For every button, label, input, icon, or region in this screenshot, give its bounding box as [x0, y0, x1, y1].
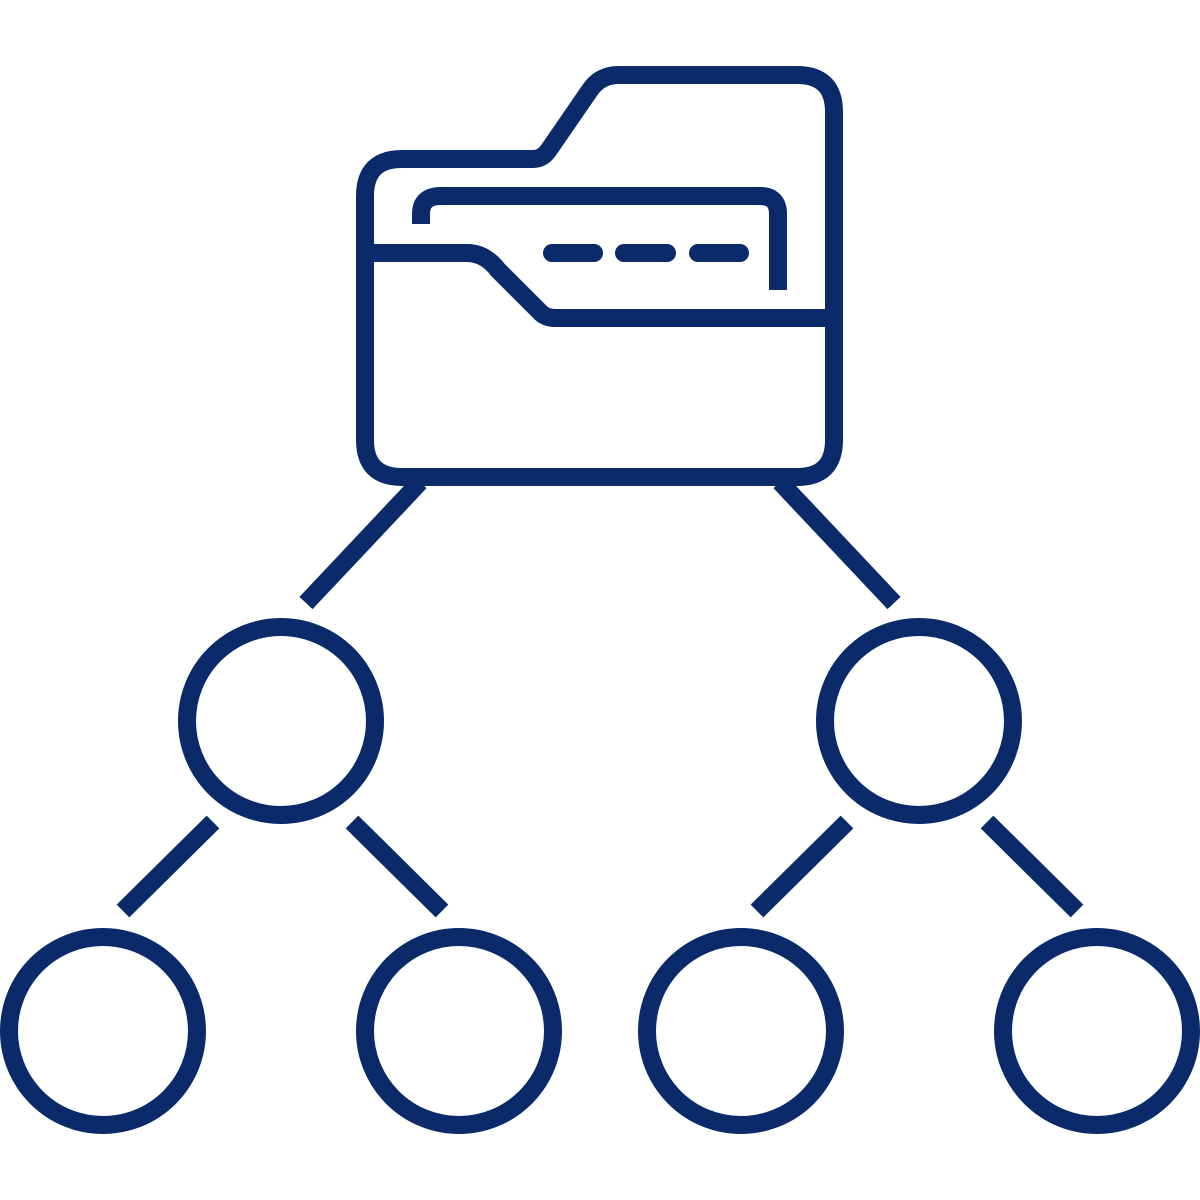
folder-outline	[356, 66, 843, 486]
folder-front-flap	[365, 244, 834, 327]
child-node-left	[178, 618, 384, 824]
connector-left-leaf1	[116, 815, 220, 918]
leaf-node-3	[638, 928, 844, 1134]
leaf-node-1	[0, 928, 206, 1134]
connector-root-left	[299, 475, 427, 610]
document-sheet	[412, 187, 787, 290]
connector-root-right	[773, 475, 901, 610]
connector-right-leaf1	[750, 815, 854, 918]
child-node-right	[816, 618, 1022, 824]
connector-left-leaf2	[345, 815, 449, 918]
folder-icon	[356, 66, 843, 486]
leaf-node-4	[994, 928, 1200, 1134]
leaf-node-2	[356, 928, 562, 1134]
connector-right-leaf2	[980, 815, 1084, 918]
